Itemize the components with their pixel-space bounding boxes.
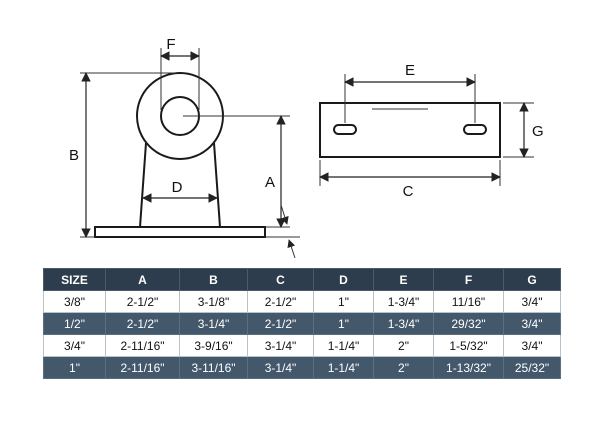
dim-label-a: A <box>265 174 275 191</box>
table-cell: 1" <box>313 312 374 335</box>
table-cell: 1-3/4" <box>373 312 434 335</box>
table-cell: 3/4" <box>503 290 561 313</box>
dim-label-e: E <box>405 62 415 79</box>
table-cell: 1-1/4" <box>313 334 374 357</box>
size-table: SIZE A B C D E F G 3/8" 2-1/2" 3-1/8" 2-… <box>43 268 561 379</box>
table-cell: 3-1/4" <box>247 356 314 379</box>
table-cell: 3/4" <box>503 312 561 335</box>
column-header-g: G <box>503 268 561 291</box>
table-row: 3/4" 2-11/16" 3-9/16" 3-1/4" 1-1/4" 2" 1… <box>43 334 561 357</box>
table-row: 1/2" 2-1/2" 3-1/4" 2-1/2" 1" 1-3/4" 29/3… <box>43 312 561 335</box>
technical-drawing: F B A D <box>69 36 544 259</box>
dim-label-c: C <box>403 183 414 200</box>
column-header-c: C <box>247 268 314 291</box>
column-header-e: E <box>373 268 434 291</box>
dim-label-d: D <box>172 179 183 196</box>
table-cell: 2-1/2" <box>247 290 314 313</box>
table-cell: 1" <box>313 290 374 313</box>
table-cell: 29/32" <box>433 312 504 335</box>
bracket-body-right-edge <box>213 142 221 228</box>
table-cell: 3/8" <box>43 290 106 313</box>
table-cell: 2" <box>373 356 434 379</box>
thickness-leader-bottom <box>287 239 296 259</box>
table-header-row: SIZE A B C D E F G <box>43 268 561 291</box>
left-slot <box>333 124 357 135</box>
table-cell: 3-1/8" <box>179 290 248 313</box>
column-header-b: B <box>179 268 248 291</box>
dim-label-g: G <box>532 123 544 140</box>
table-cell: 2-1/2" <box>105 312 180 335</box>
table-cell: 3/4" <box>43 334 106 357</box>
table-cell: 1-3/4" <box>373 290 434 313</box>
table-cell: 25/32" <box>503 356 561 379</box>
dim-label-f: F <box>166 36 175 53</box>
table-cell: 3-9/16" <box>179 334 248 357</box>
table-cell: 1-1/4" <box>313 356 374 379</box>
table-cell: 2" <box>373 334 434 357</box>
bracket-base-plate <box>94 226 266 238</box>
side-view: E C G <box>319 62 544 200</box>
table-cell: 2-1/2" <box>247 312 314 335</box>
table-cell: 2-11/16" <box>105 334 180 357</box>
table-cell: 2-11/16" <box>105 356 180 379</box>
column-header-a: A <box>105 268 180 291</box>
side-view-body <box>319 102 501 158</box>
thickness-leader-top <box>280 204 289 225</box>
table-cell: 2-1/2" <box>105 290 180 313</box>
table-cell: 3-11/16" <box>179 356 248 379</box>
table-row: 3/8" 2-1/2" 3-1/8" 2-1/2" 1" 1-3/4" 11/1… <box>43 290 561 313</box>
dim-label-b: B <box>69 147 79 164</box>
column-header-f: F <box>433 268 504 291</box>
right-slot <box>463 124 487 135</box>
table-cell: 3/4" <box>503 334 561 357</box>
table-cell: 11/16" <box>433 290 504 313</box>
table-row: 1" 2-11/16" 3-11/16" 3-1/4" 1-1/4" 2" 1-… <box>43 356 561 379</box>
bracket-body-left-edge <box>139 142 147 228</box>
table-cell: 1/2" <box>43 312 106 335</box>
column-header-d: D <box>313 268 374 291</box>
table-cell: 3-1/4" <box>247 334 314 357</box>
table-cell: 1-13/32" <box>433 356 504 379</box>
table-cell: 3-1/4" <box>179 312 248 335</box>
column-header-size: SIZE <box>43 268 106 291</box>
table-cell: 1" <box>43 356 106 379</box>
front-view: F B A D <box>69 36 300 259</box>
table-cell: 1-5/32" <box>433 334 504 357</box>
